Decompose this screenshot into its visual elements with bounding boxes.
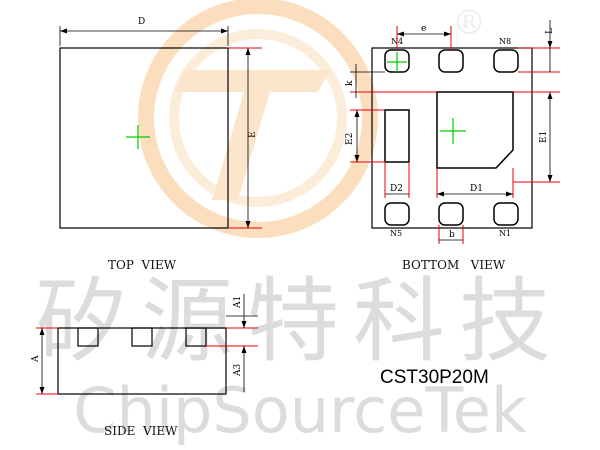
bottom-view-body — [371, 47, 533, 229]
pad-large — [436, 91, 514, 169]
top-view: D E — [59, 17, 262, 229]
dim-A1-label: A1 — [233, 296, 243, 309]
side-view-body — [57, 327, 227, 395]
part-number: CST30P20M — [380, 367, 489, 388]
watermark-chinese: 矽源特科技 — [34, 268, 565, 375]
pad-bottom-1 — [384, 202, 410, 226]
side-lead-3 — [185, 327, 207, 347]
dim-e-label: e — [421, 24, 426, 34]
watermark-english: ChipSourceTek — [73, 374, 527, 447]
dim-A3-label: A3 — [233, 364, 243, 377]
dim-E1-label: E1 — [539, 131, 549, 143]
top-view-body — [59, 47, 229, 229]
top-view-label: TOP VIEW — [108, 258, 177, 272]
dim-b-label: b — [449, 230, 455, 240]
pin-label-n1: N1 — [499, 229, 511, 238]
dim-D1-label: D1 — [470, 184, 483, 194]
bottom-view: N4 N8 N5 N1 e L k E2 E1 — [345, 20, 560, 244]
dim-E2-label: E2 — [345, 133, 355, 145]
pin-label-n5: N5 — [390, 229, 402, 238]
bottom-view-label: BOTTOM VIEW — [402, 258, 506, 272]
dim-D2-label: D2 — [390, 184, 403, 194]
pad-top-2 — [438, 49, 464, 73]
side-view-label: SIDE VIEW — [104, 424, 178, 438]
logo-watermark: ® — [138, 0, 486, 238]
dim-A-label: A — [31, 355, 41, 363]
dim-D-label: D — [138, 17, 145, 27]
side-lead-1 — [77, 327, 99, 347]
side-lead-2 — [131, 327, 153, 347]
dim-E-label: E — [248, 131, 258, 138]
dim-k-label: k — [345, 80, 355, 86]
side-view: A A1 A3 — [31, 294, 258, 395]
pad-top-3 — [493, 49, 519, 73]
dim-L-label: L — [545, 28, 555, 34]
pad-small — [384, 109, 410, 163]
pad-bottom-3 — [493, 202, 519, 226]
pad-bottom-2 — [438, 202, 464, 226]
pin-label-n8: N8 — [499, 37, 511, 46]
registered-mark: ® — [452, 3, 486, 43]
